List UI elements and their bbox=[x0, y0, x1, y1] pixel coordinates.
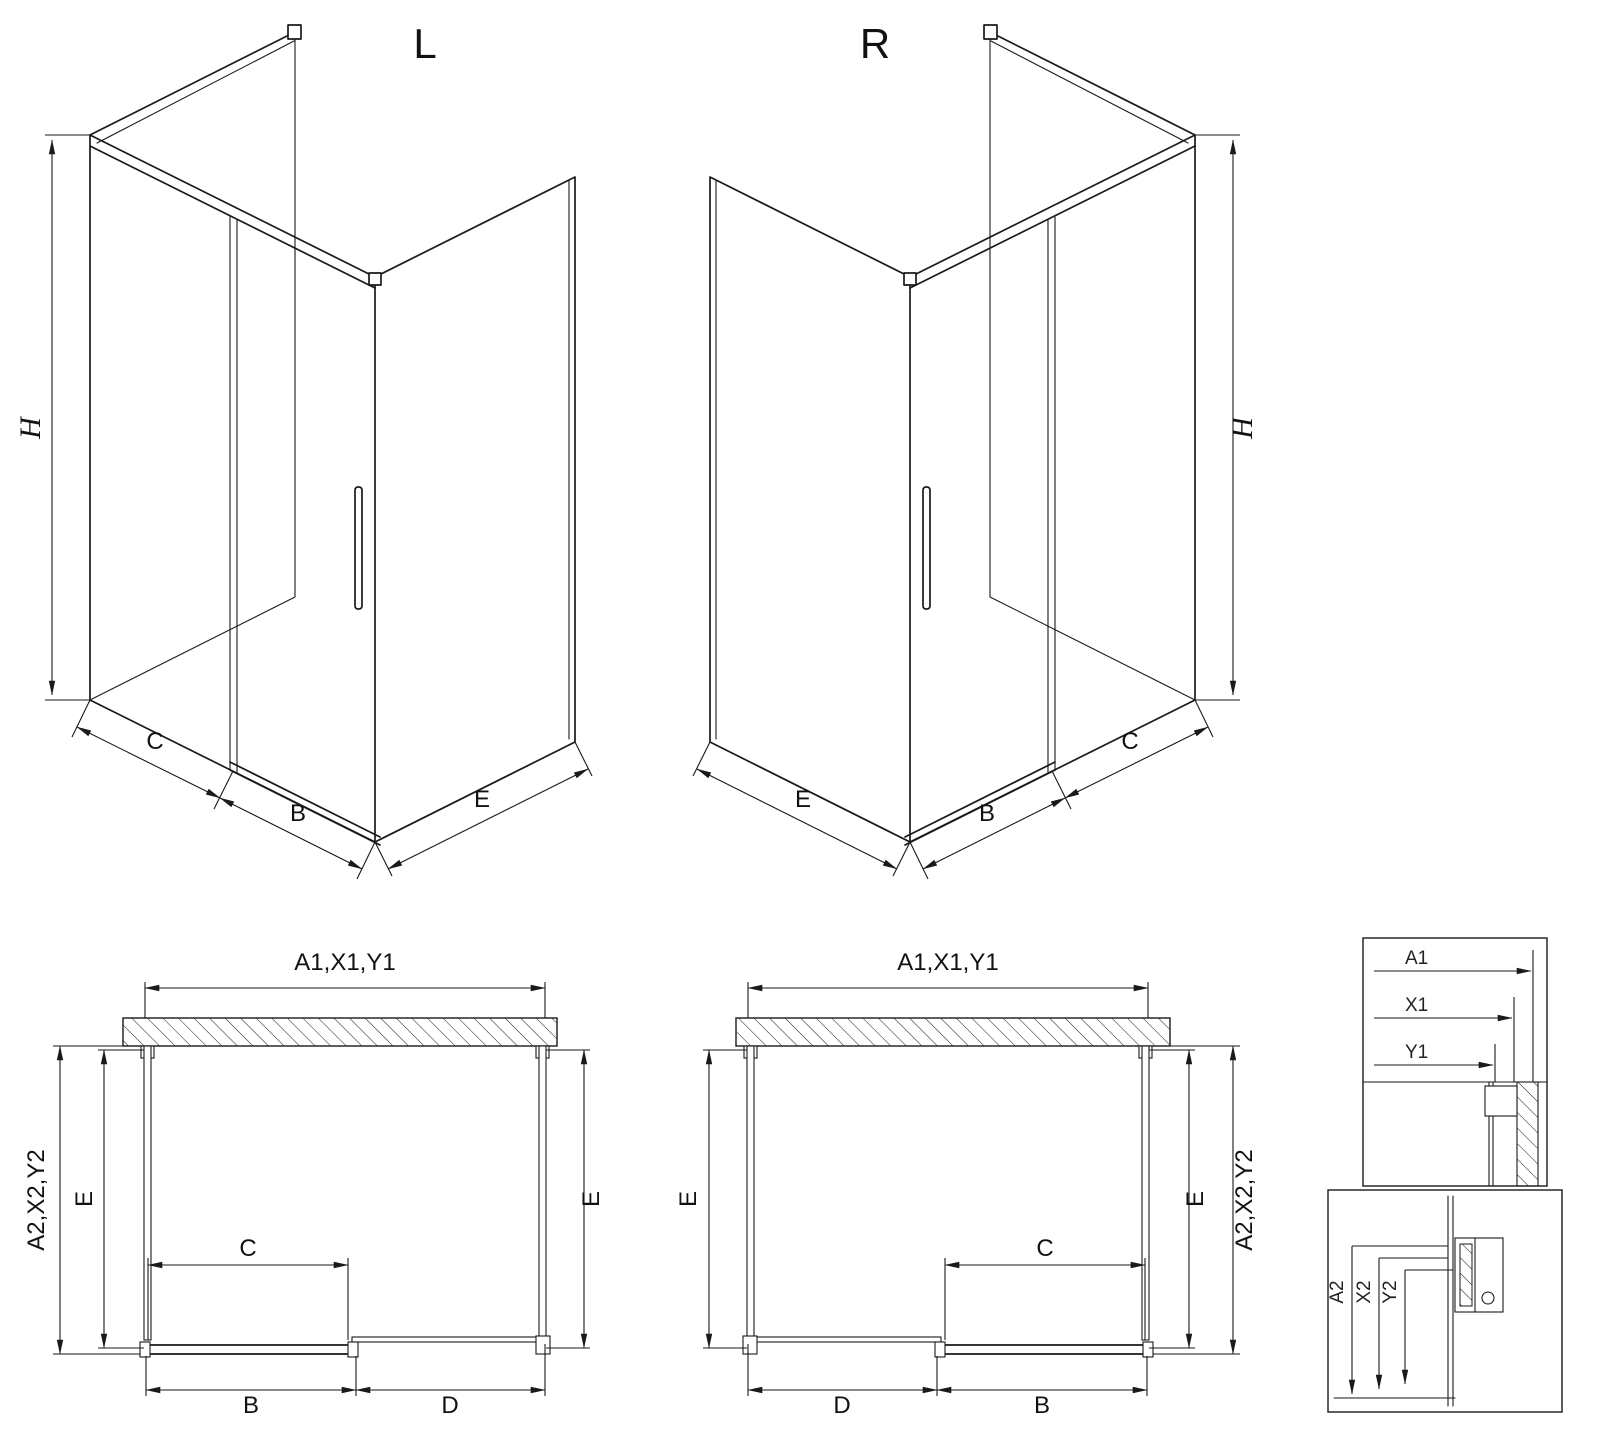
iso-right-structure bbox=[709, 24, 1196, 846]
wall-bracket bbox=[287, 24, 302, 40]
plan-right-dimensions: A1,X1,Y1 A2,X2,Y2 E E C bbox=[675, 949, 1258, 1419]
door-end-cap bbox=[139, 1341, 151, 1358]
iso-left-structure bbox=[89, 24, 576, 846]
dimension-line-fixed bbox=[76, 726, 221, 799]
dim-label-side-depth-left: E bbox=[675, 1191, 702, 1207]
extension-line bbox=[213, 770, 234, 810]
wall-section-hatched bbox=[122, 1017, 558, 1047]
dim-label-total-depth: A2,X2,Y2 bbox=[23, 1149, 50, 1250]
side-panel-right bbox=[538, 1045, 547, 1341]
iso-view-left: L H bbox=[14, 20, 593, 880]
wall-bracket bbox=[983, 24, 998, 40]
dim-label-door: B bbox=[979, 800, 995, 827]
extension-line bbox=[356, 841, 376, 880]
dim-label-side: E bbox=[795, 786, 811, 813]
detail-box bbox=[1362, 937, 1548, 1187]
detail-width-adjustment: A1 X1 Y1 bbox=[1362, 937, 1548, 1187]
dim-label-front-right: B bbox=[1034, 1392, 1050, 1419]
dim-label-front-left: D bbox=[833, 1392, 850, 1419]
extension-line bbox=[1194, 699, 1214, 738]
right-side-panel-bottom-edge bbox=[989, 596, 1196, 701]
detail-box bbox=[1327, 1189, 1563, 1413]
dim-label-height: H bbox=[14, 415, 47, 440]
detail-dim-label-x2: X2 bbox=[1354, 1280, 1375, 1303]
variant-label-right: R bbox=[860, 20, 890, 67]
wall-section-hatched bbox=[1516, 1081, 1539, 1187]
dim-label-total-width: A1,X1,Y1 bbox=[897, 949, 998, 976]
detail-dim-label-a2: A2 bbox=[1327, 1280, 1348, 1303]
right-side-panel-top-edge bbox=[989, 31, 1196, 136]
front-face-outline bbox=[89, 134, 376, 843]
dim-label-total-width: A1,X1,Y1 bbox=[294, 949, 395, 976]
detail-dim-label-y2: Y2 bbox=[1380, 1280, 1401, 1303]
front-fixed-glass bbox=[351, 1336, 547, 1343]
dim-label-side: E bbox=[474, 786, 490, 813]
detail-dim-label-y1: Y1 bbox=[1405, 1042, 1428, 1063]
corner-fitting bbox=[903, 272, 917, 286]
detail-depth-adjustment: A2 X2 Y2 bbox=[1327, 1189, 1563, 1413]
wall-mount-profile bbox=[1484, 1085, 1518, 1117]
iso-view-right: R H bbox=[692, 20, 1259, 880]
dimension-line-door bbox=[922, 797, 1066, 870]
left-side-panel-top-edge-inner bbox=[96, 40, 295, 144]
dim-label-side-depth-left: E bbox=[71, 1191, 98, 1207]
dim-label-front-left: B bbox=[243, 1392, 259, 1419]
door-end-cap bbox=[934, 1341, 946, 1358]
dim-label-door-width: C bbox=[1036, 1235, 1053, 1262]
dimension-line-door bbox=[219, 797, 363, 870]
front-fixed-glass bbox=[746, 1336, 942, 1343]
right-side-panel-top-edge-inner bbox=[990, 40, 1189, 144]
sliding-door-panel bbox=[938, 1344, 1150, 1355]
dim-label-front-right: D bbox=[441, 1392, 458, 1419]
dimension-line-fixed bbox=[1064, 726, 1209, 799]
detail-dim-label-x1: X1 bbox=[1405, 995, 1428, 1016]
dimension-line-side bbox=[387, 768, 589, 870]
iso-left-dimensions: H C B E bbox=[14, 134, 593, 880]
corner-fitting bbox=[368, 272, 382, 286]
profile-section-hatched bbox=[1459, 1243, 1473, 1307]
plan-view-right: A1,X1,Y1 A2,X2,Y2 E E C bbox=[675, 949, 1258, 1419]
door-end-cap bbox=[347, 1341, 359, 1358]
dim-label-total-depth: A2,X2,Y2 bbox=[1231, 1149, 1258, 1250]
door-handle bbox=[354, 486, 363, 610]
detail-dim-label-a1: A1 bbox=[1405, 948, 1428, 969]
plan-left-structure bbox=[122, 1017, 558, 1358]
top-rail bbox=[89, 145, 376, 289]
extension-line bbox=[892, 841, 911, 877]
sliding-door-panel bbox=[143, 1344, 355, 1355]
extension-line bbox=[692, 741, 711, 777]
extension-line bbox=[71, 699, 91, 738]
dimension-line-side bbox=[696, 768, 898, 870]
wall-section-hatched bbox=[735, 1017, 1171, 1047]
door-end-cap bbox=[1142, 1341, 1154, 1358]
plan-right-structure bbox=[735, 1017, 1171, 1358]
right-side-panel-outline bbox=[374, 176, 576, 843]
extension-line bbox=[909, 841, 929, 880]
left-side-panel-outline bbox=[709, 176, 911, 843]
corner-profile bbox=[535, 1335, 551, 1355]
iso-right-dimensions: H B C E bbox=[692, 134, 1259, 880]
dim-label-fixed: C bbox=[146, 728, 163, 755]
dim-label-fixed: C bbox=[1121, 728, 1138, 755]
dim-label-side-depth-right: E bbox=[578, 1191, 605, 1207]
extension-line bbox=[374, 841, 393, 877]
plan-view-left: A1,X1,Y1 A2,X2,Y2 E E C bbox=[23, 949, 605, 1419]
dim-label-height: H bbox=[1226, 415, 1259, 440]
extension-line bbox=[1051, 770, 1072, 810]
top-rail bbox=[909, 145, 1196, 289]
corner-profile bbox=[742, 1335, 758, 1355]
extension-line bbox=[574, 741, 593, 777]
side-panel-left bbox=[746, 1045, 755, 1341]
left-side-panel-bottom-edge bbox=[89, 596, 296, 701]
screw-icon bbox=[1481, 1291, 1495, 1305]
front-face-outline bbox=[909, 134, 1196, 843]
door-handle bbox=[922, 486, 931, 610]
variant-label-left: L bbox=[413, 20, 436, 67]
dim-label-door-width: C bbox=[239, 1235, 256, 1262]
dim-label-side-depth-right: E bbox=[1182, 1191, 1209, 1207]
left-side-panel-top-edge bbox=[89, 31, 296, 136]
plan-left-dimensions: A1,X1,Y1 A2,X2,Y2 E E C bbox=[23, 949, 605, 1419]
dim-label-door: B bbox=[290, 800, 306, 827]
